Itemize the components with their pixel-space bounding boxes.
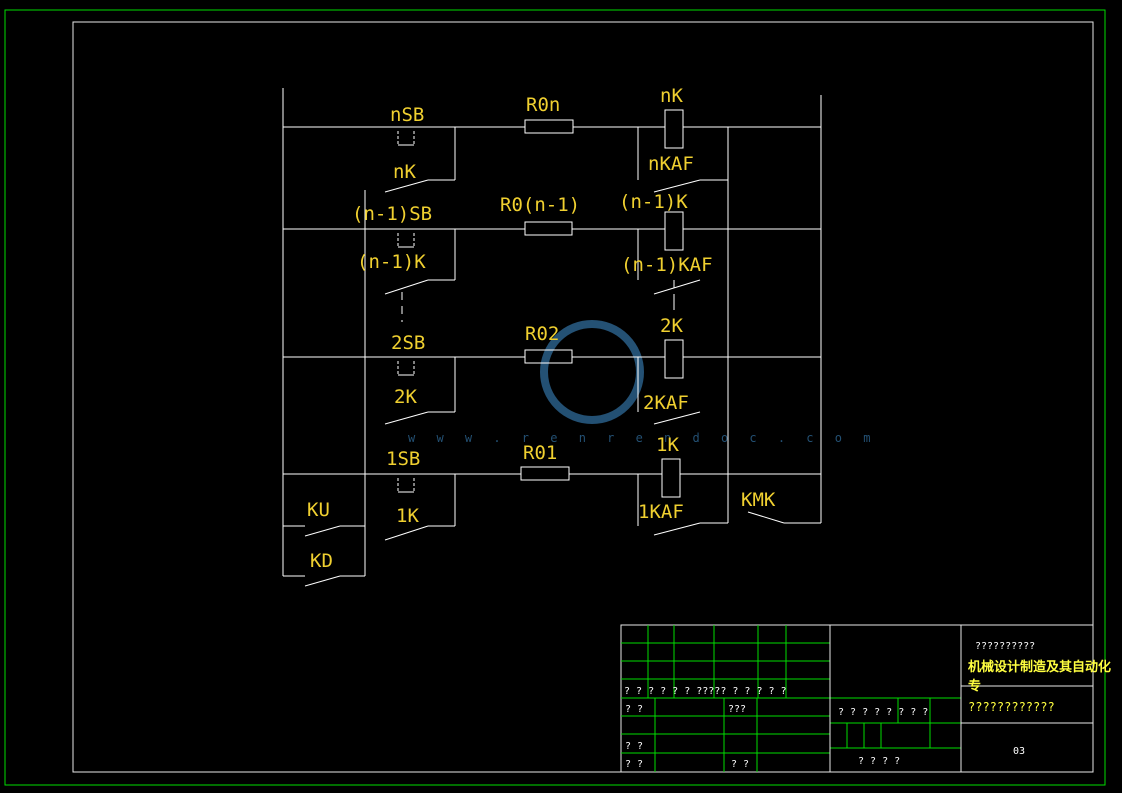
label-n1k-coil: (n-1)K xyxy=(619,191,688,213)
label-2kaf: 2KAF xyxy=(643,392,689,414)
label-r01: R01 xyxy=(523,442,557,464)
tb-r2b: ??? xyxy=(728,704,746,715)
tb-r4b: ? ? xyxy=(731,759,749,770)
label-n1k-contact: (n-1)K xyxy=(357,251,426,273)
tb-mid-bottom: ? ? ? ? xyxy=(858,756,900,767)
tb-title-main: 机械设计制造及其自动化 xyxy=(968,659,1111,675)
outer-frame xyxy=(4,9,1106,786)
label-r0n1: R0(n-1) xyxy=(500,194,580,216)
label-nk-coil: nK xyxy=(660,85,683,107)
tb-title-sub: ???????????? xyxy=(968,700,1055,714)
tb-r2a: ? ? xyxy=(625,704,643,715)
label-r0n: R0n xyxy=(526,94,560,116)
inner-frame xyxy=(72,21,1094,773)
circuit-wiring xyxy=(282,88,822,587)
tb-mid-marks: ? ? ? ? ? ? ? ? xyxy=(838,707,928,718)
label-kmk: KMK xyxy=(741,489,776,511)
label-nk-contact: nK xyxy=(393,161,416,183)
label-2k-coil: 2K xyxy=(660,315,683,337)
label-2sb: 2SB xyxy=(391,332,425,354)
watermark-url: w w w . r e n r e n d o c . c o m xyxy=(408,431,877,445)
label-2k-contact: 2K xyxy=(394,386,417,408)
tb-r3a: ? ? xyxy=(625,741,643,752)
tb-title-main-2: 专 xyxy=(968,678,981,694)
label-1kaf: 1KAF xyxy=(638,501,684,523)
label-kd: KD xyxy=(310,550,333,572)
label-n1kaf: (n-1)KAF xyxy=(621,254,713,276)
label-ku: KU xyxy=(307,499,330,521)
label-r02: R02 xyxy=(525,323,559,345)
label-nkaf: nKAF xyxy=(648,153,694,175)
tb-sheet-number: 03 xyxy=(1013,746,1025,757)
tb-title-top: ?????????? xyxy=(975,641,1035,652)
label-1sb: 1SB xyxy=(386,448,420,470)
tb-r4a: ? ? xyxy=(625,759,643,770)
label-1k-contact: 1K xyxy=(396,505,419,527)
label-nsb: nSB xyxy=(390,104,424,126)
title-block: ? ? ? ? ? ? ????? ? ? ? ? ? ? ? ??? ? ? … xyxy=(620,624,1111,773)
label-n1sb: (n-1)SB xyxy=(352,203,432,225)
watermark: w w w . r e n r e n d o c . c o m xyxy=(408,320,877,445)
component-labels: nSB R0n nK nK nKAF (n-1)SB R0(n-1) (n-1)… xyxy=(307,85,776,572)
label-1k-coil: 1K xyxy=(656,434,679,456)
tb-row-marks: ? ? ? ? ? ? ????? ? ? ? ? ? xyxy=(624,686,787,697)
